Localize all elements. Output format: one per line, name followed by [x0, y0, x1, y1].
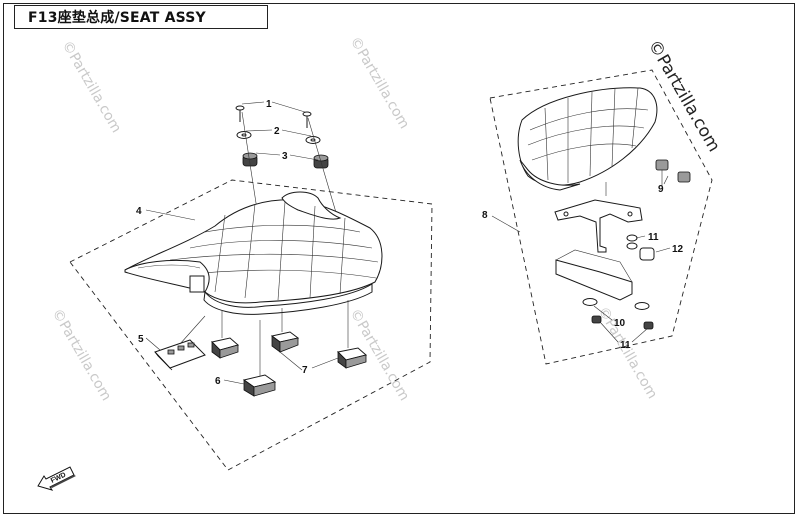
callout-12: 12	[672, 244, 684, 255]
callout-leaders-right	[491, 175, 671, 343]
front-seat-boundary	[69, 179, 433, 471]
fwd-arrow-icon: FWD	[37, 466, 76, 491]
part-7-blocks	[270, 300, 368, 369]
callout-11-upper: 11	[648, 232, 659, 243]
callout-leaders-left	[145, 101, 339, 385]
callout-7: 7	[302, 365, 308, 376]
rear-lower-plate	[555, 249, 633, 301]
watermark-logo: ©Partzilla.com	[644, 37, 724, 156]
guide-line-left	[241, 111, 259, 217]
callout-4: 4	[136, 206, 142, 217]
washer-left	[236, 131, 252, 139]
bolt-left	[235, 105, 245, 122]
callout-10: 10	[614, 318, 626, 329]
watermark-2: ©Partzilla.com	[347, 34, 413, 132]
part-5-mount	[154, 315, 206, 371]
title-box: F13座垫总成/SEAT ASSY	[14, 5, 268, 29]
callouts: 1 2 3 4 5 6 7 8 9 10 11 11 12	[136, 99, 684, 387]
part-6-blocks	[211, 310, 277, 397]
rear-seat-bracket	[554, 182, 643, 253]
callout-5: 5	[138, 334, 144, 345]
callout-6: 6	[215, 376, 221, 387]
callout-1: 1	[266, 99, 272, 110]
watermark-1: ©Partzilla.com	[59, 38, 125, 136]
part-9-bushings	[655, 159, 691, 186]
bolt-right	[302, 111, 312, 128]
grommet-left	[242, 152, 258, 167]
diagram-title: F13座垫总成/SEAT ASSY	[28, 10, 206, 26]
guide-line-right	[307, 117, 341, 227]
diagram-frame	[3, 3, 795, 514]
part-11-nuts-upper	[626, 234, 638, 250]
rear-seat	[517, 87, 658, 191]
front-seat	[124, 191, 383, 315]
watermark-3: ©Partzilla.com	[49, 306, 115, 404]
callout-9: 9	[658, 184, 664, 195]
callout-8: 8	[482, 210, 488, 221]
callout-3: 3	[282, 151, 288, 162]
rear-seat-boundary	[489, 69, 713, 365]
part-12-cushion	[639, 247, 655, 261]
callout-11-lower: 11	[620, 340, 631, 351]
callout-2: 2	[274, 126, 280, 137]
part-11-nuts-lower	[591, 315, 654, 330]
washer-right	[305, 136, 321, 144]
part-10-washers	[582, 298, 650, 310]
watermark-5: ©Partzilla.com	[595, 304, 661, 402]
